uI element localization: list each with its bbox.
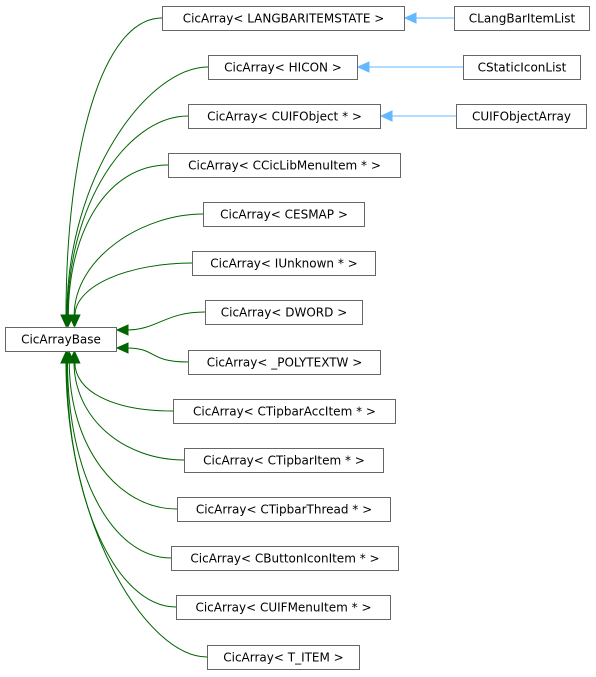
node-dword[interactable]: CicArray< DWORD > bbox=[205, 300, 363, 325]
node-acc[interactable]: CicArray< CTipbarAccItem * > bbox=[173, 399, 396, 424]
edge-acc-to-base bbox=[74, 361, 174, 412]
edge-thread-to-base bbox=[68, 361, 178, 510]
node-dword-box bbox=[205, 300, 363, 325]
arrowhead-iunknown bbox=[69, 314, 81, 328]
arrowhead-titem bbox=[60, 350, 72, 364]
edge-hicon-to-base bbox=[66, 66, 209, 317]
edges-layer bbox=[60, 12, 463, 658]
edge-langbar-to-base bbox=[65, 17, 163, 317]
node-tipitem[interactable]: CicArray< CTipbarItem * > bbox=[184, 448, 384, 473]
node-cstatic[interactable]: CStaticIconList bbox=[463, 55, 581, 80]
node-uifobject[interactable]: CicArray< CUIFObject * > bbox=[188, 104, 381, 129]
node-thread[interactable]: CicArray< CTipbarThread * > bbox=[177, 497, 391, 522]
node-langbar-label: CicArray< LANGBARITEMSTATE > bbox=[183, 12, 385, 26]
node-tipitem-label: CicArray< CTipbarItem * > bbox=[203, 454, 365, 468]
node-cicarraybase[interactable]: CicArrayBase bbox=[5, 327, 117, 352]
node-acc-box bbox=[173, 399, 396, 424]
arrowhead-polytext bbox=[115, 342, 129, 354]
node-iunknown-label: CicArray< IUnknown * > bbox=[210, 257, 357, 271]
node-dword-label: CicArray< DWORD > bbox=[221, 306, 348, 320]
node-libmenu[interactable]: CicArray< CCicLibMenuItem * > bbox=[168, 153, 401, 178]
node-cicarraybase-box bbox=[5, 327, 117, 352]
node-clangbar[interactable]: CLangBarItemList bbox=[454, 6, 590, 31]
node-polytext-box bbox=[188, 350, 381, 375]
node-uifmenu-label: CicArray< CUIFMenuItem * > bbox=[195, 601, 371, 615]
node-langbar-box bbox=[162, 6, 405, 31]
node-clangbar-label: CLangBarItemList bbox=[469, 12, 576, 26]
node-btnicon-box bbox=[171, 546, 399, 571]
node-btnicon-label: CicArray< CButtonIconItem * > bbox=[190, 552, 379, 566]
node-cstatic-label: CStaticIconList bbox=[478, 61, 567, 75]
node-libmenu-box bbox=[168, 153, 401, 178]
node-libmenu-label: CicArray< CCicLibMenuItem * > bbox=[188, 159, 381, 173]
node-acc-label: CicArray< CTipbarAccItem * > bbox=[193, 405, 376, 419]
node-uifmenu-box bbox=[176, 595, 391, 620]
edge-polytext-to-base bbox=[126, 347, 189, 363]
edge-uifmenu-to-base bbox=[66, 361, 177, 608]
arrowhead-cstatic bbox=[356, 61, 370, 73]
node-polytext[interactable]: CicArray< _POLYTEXTW > bbox=[188, 350, 381, 375]
edge-uifobject-to-base bbox=[67, 115, 189, 317]
node-cstatic-box bbox=[463, 55, 581, 80]
node-iunknown[interactable]: CicArray< IUnknown * > bbox=[192, 251, 376, 276]
edge-dword-to-base bbox=[126, 311, 206, 331]
nodes-layer: CicArrayBase CicArray< LANGBARITEMSTATE >… bbox=[5, 6, 590, 670]
arrowhead-clangbar bbox=[403, 12, 417, 24]
node-hicon-label: CicArray< HICON > bbox=[224, 61, 342, 75]
node-langbar[interactable]: CicArray< LANGBARITEMSTATE > bbox=[162, 6, 405, 31]
edge-titem-to-base bbox=[65, 361, 208, 658]
node-titem-box bbox=[207, 645, 360, 670]
node-cesmap-label: CicArray< CESMAP > bbox=[220, 208, 348, 222]
node-thread-box bbox=[177, 497, 391, 522]
edge-cesmap-to-base bbox=[73, 213, 204, 317]
arrowhead-cuifarray bbox=[379, 110, 393, 122]
node-uifobject-label: CicArray< CUIFObject * > bbox=[207, 110, 362, 124]
node-iunknown-box bbox=[192, 251, 376, 276]
edge-iunknown-to-base bbox=[74, 262, 193, 317]
node-titem-label: CicArray< T_ITEM > bbox=[223, 651, 344, 665]
node-titem[interactable]: CicArray< T_ITEM > bbox=[207, 645, 360, 670]
edge-tipitem-to-base bbox=[73, 361, 185, 461]
node-cesmap[interactable]: CicArray< CESMAP > bbox=[203, 202, 365, 227]
node-clangbar-box bbox=[454, 6, 590, 31]
node-tipitem-box bbox=[184, 448, 384, 473]
edge-btnicon-to-base bbox=[66, 361, 172, 559]
node-cuifarray-label: CUIFObjectArray bbox=[472, 110, 571, 124]
node-uifmenu[interactable]: CicArray< CUIFMenuItem * > bbox=[176, 595, 391, 620]
edge-libmenu-to-base bbox=[67, 164, 169, 317]
node-cicarraybase-label: CicArrayBase bbox=[21, 333, 101, 347]
arrowhead-dword bbox=[115, 324, 129, 336]
node-polytext-label: CicArray< _POLYTEXTW > bbox=[207, 356, 363, 370]
node-btnicon[interactable]: CicArray< CButtonIconItem * > bbox=[171, 546, 399, 571]
node-cesmap-box bbox=[203, 202, 365, 227]
node-hicon-box bbox=[208, 55, 358, 80]
node-cuifarray-box bbox=[456, 104, 587, 129]
node-uifobject-box bbox=[188, 104, 381, 129]
node-cuifarray[interactable]: CUIFObjectArray bbox=[456, 104, 587, 129]
node-thread-label: CicArray< CTipbarThread * > bbox=[196, 503, 372, 517]
node-hicon[interactable]: CicArray< HICON > bbox=[208, 55, 358, 80]
